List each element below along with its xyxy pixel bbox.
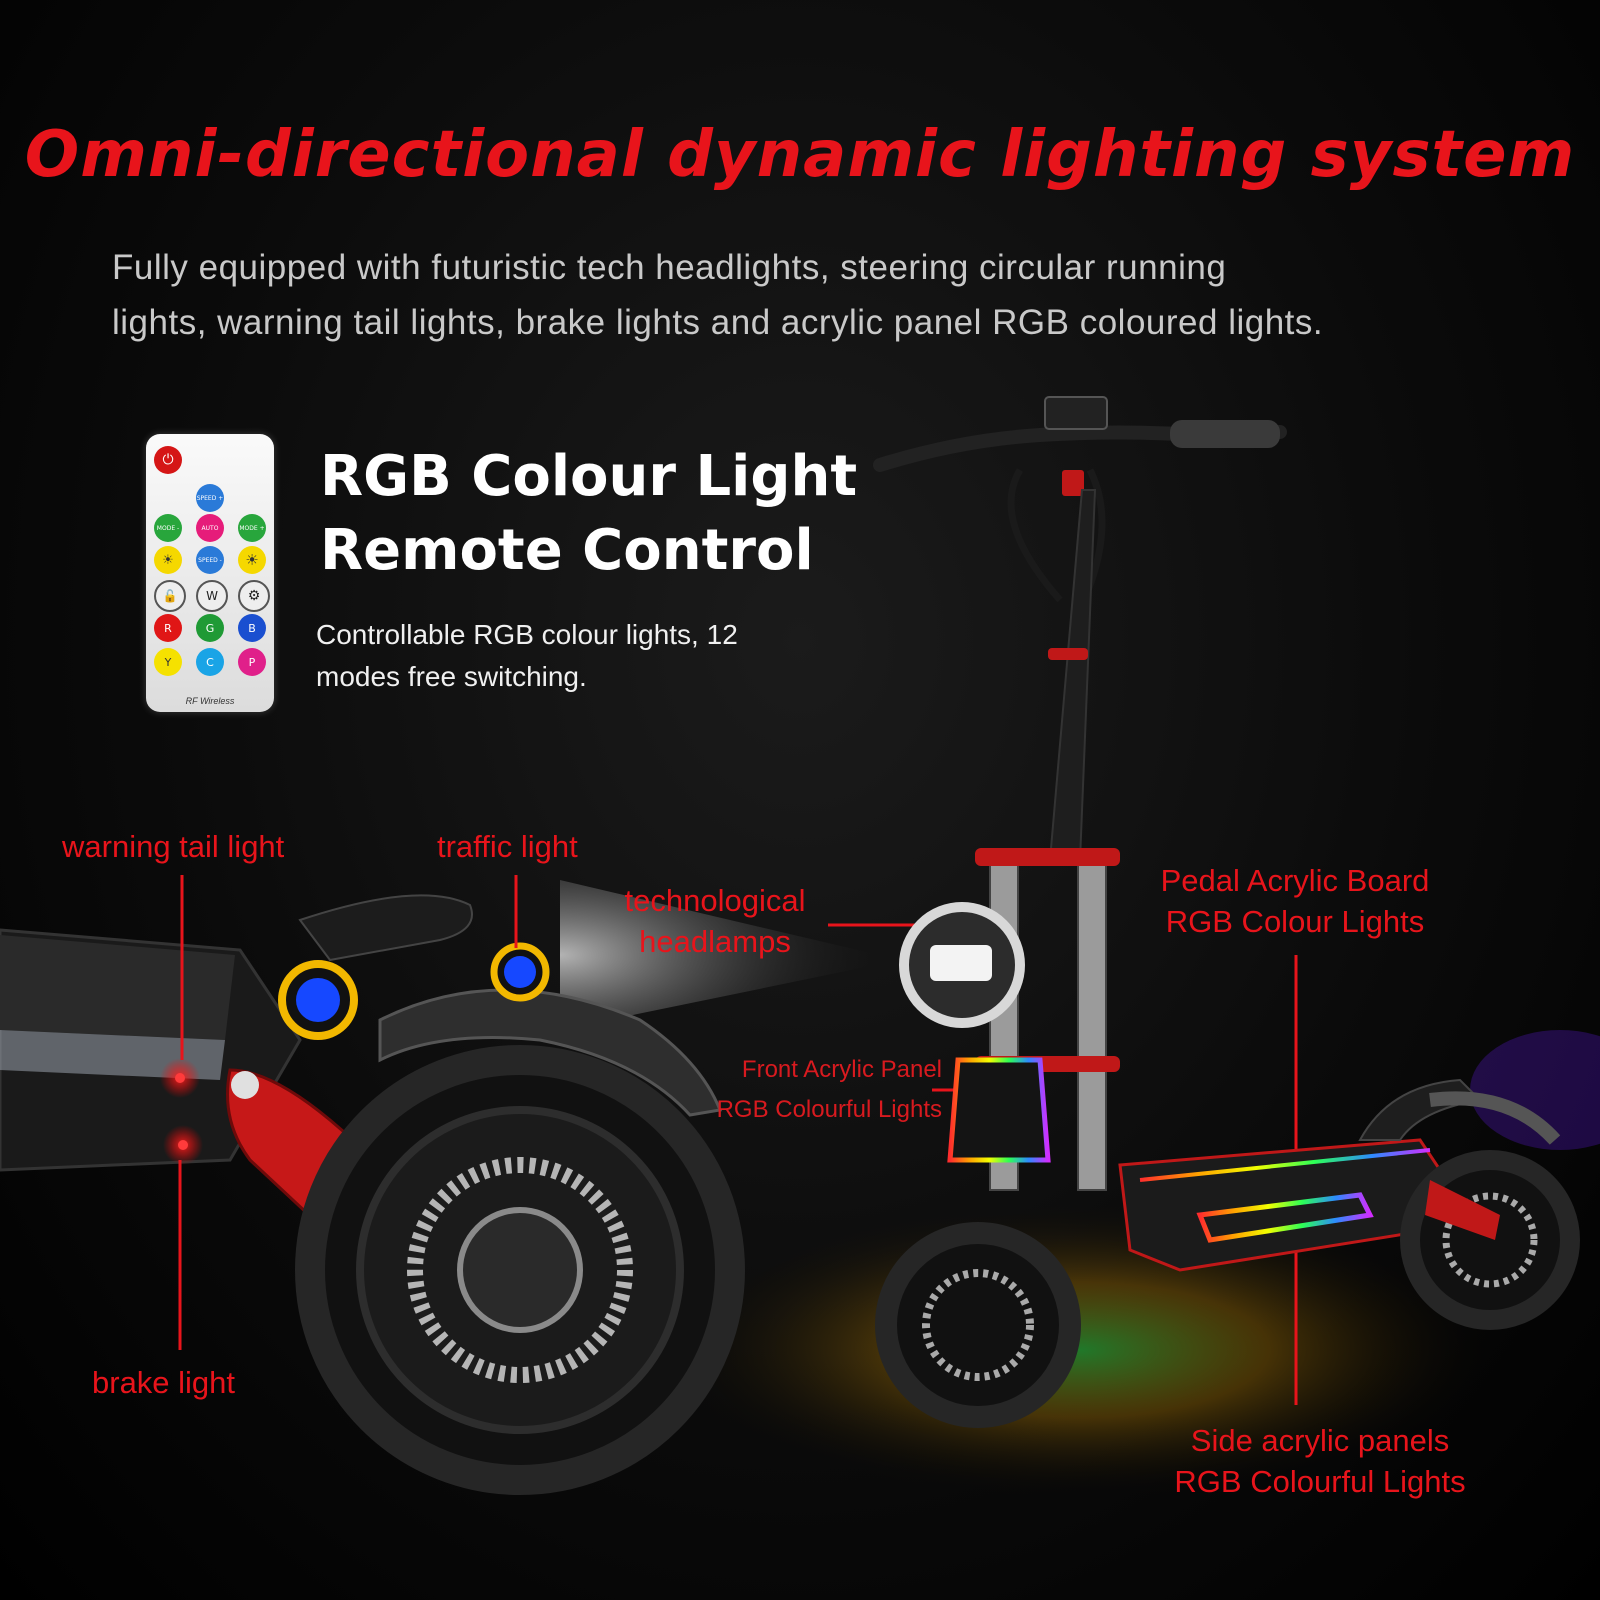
right-glow bbox=[1470, 1030, 1600, 1150]
display bbox=[1044, 396, 1108, 430]
lock-icon: 🔓 bbox=[154, 580, 186, 612]
headline: Omni-directional dynamic lighting system bbox=[24, 118, 1576, 192]
remote-feature-desc-line-1: Controllable RGB colour lights, 12 bbox=[316, 619, 738, 650]
callout-headlamps-line-1: technological bbox=[624, 883, 806, 918]
callout-side-panels-line-2: RGB Colourful Lights bbox=[1174, 1464, 1466, 1499]
remote-btn-speed-plus: SPEED + bbox=[196, 484, 224, 512]
remote-btn-c: C bbox=[196, 648, 224, 676]
callout-front-panel-line-1: Front Acrylic Panel bbox=[741, 1056, 942, 1083]
remote-brand-label: RF Wireless bbox=[185, 696, 235, 706]
remote-btn-w: W bbox=[196, 580, 228, 612]
intro-text: Fully equipped with futuristic tech head… bbox=[112, 240, 1532, 350]
remote-btn-g: G bbox=[196, 614, 224, 642]
remote-btn-y: Y bbox=[154, 648, 182, 676]
remote-feature-title-line-1: RGB Colour Light bbox=[320, 444, 858, 509]
callout-headlamps-line-2: headlamps bbox=[639, 924, 791, 959]
callout-side-panels-line-1: Side acrylic panels bbox=[1190, 1423, 1450, 1458]
remote-btn-p: P bbox=[238, 648, 266, 676]
remote-btn-b: B bbox=[238, 614, 266, 642]
gear-icon: ⚙ bbox=[238, 580, 270, 612]
remote-btn-mode-plus: MODE + bbox=[238, 514, 266, 542]
callout-brake-light: brake light bbox=[92, 1365, 236, 1400]
intro-line-1: Fully equipped with futuristic tech head… bbox=[112, 248, 1227, 287]
rear-closeup bbox=[0, 894, 745, 1495]
ground-rgb-glow bbox=[660, 1200, 1500, 1500]
callout-pedal-board-line-1: Pedal Acrylic Board bbox=[1160, 863, 1430, 898]
remote-btn-mode-minus: MODE - bbox=[154, 514, 182, 542]
callout-front-acrylic-panel: Front Acrylic Panel RGB Colourful Lights bbox=[694, 1050, 942, 1130]
headlight-beam bbox=[560, 880, 900, 1030]
remote-btn-r: R bbox=[154, 614, 182, 642]
remote-feature-description: Controllable RGB colour lights, 12 modes… bbox=[316, 614, 856, 698]
remote-feature-title-line-2: Remote Control bbox=[320, 518, 814, 583]
intro-line-2: lights, warning tail lights, brake light… bbox=[112, 303, 1324, 342]
remote-feature-title: RGB Colour Light Remote Control bbox=[320, 440, 880, 588]
traffic-light-right bbox=[490, 942, 550, 1002]
full-scooter bbox=[873, 396, 1580, 1428]
brightness-up-icon: ☀ bbox=[238, 546, 266, 574]
traffic-light-left bbox=[278, 960, 358, 1040]
callout-traffic-light: traffic light bbox=[437, 829, 578, 864]
disc-brake bbox=[407, 1157, 633, 1383]
front-acrylic-panel bbox=[947, 1057, 1051, 1163]
remote-btn-speed-minus: SPEED - bbox=[196, 546, 224, 574]
callout-headlamps: technological headlamps bbox=[605, 880, 825, 962]
power-icon: ⏻ bbox=[154, 446, 182, 474]
brightness-down-icon: ☀ bbox=[154, 546, 182, 574]
side-acrylic-rgb bbox=[1196, 1192, 1374, 1243]
callout-pedal-acrylic-board: Pedal Acrylic Board RGB Colour Lights bbox=[1130, 860, 1460, 942]
remote-feature-desc-line-2: modes free switching. bbox=[316, 661, 587, 692]
callout-front-panel-line-2: RGB Colourful Lights bbox=[716, 1096, 942, 1123]
front-tire bbox=[875, 1222, 1081, 1428]
remote-control-image: ⏻ SPEED + MODE - AUTO MODE + ☀ SPEED - ☀… bbox=[146, 434, 274, 712]
callout-side-acrylic-panels: Side acrylic panels RGB Colourful Lights bbox=[1150, 1420, 1490, 1502]
callout-pedal-board-line-2: RGB Colour Lights bbox=[1165, 904, 1425, 939]
remote-btn-auto: AUTO bbox=[196, 514, 224, 542]
callout-warning-tail-light: warning tail light bbox=[62, 829, 285, 864]
